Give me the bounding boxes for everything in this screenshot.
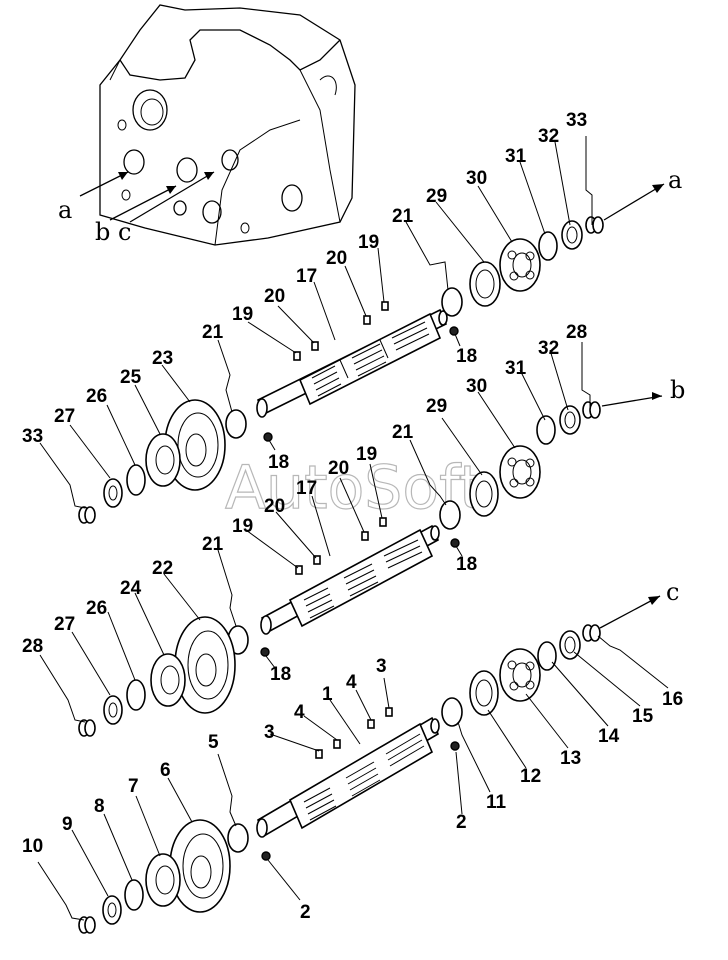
ref-letter-a-case: a xyxy=(58,196,72,224)
shaft-assembly-c xyxy=(78,595,661,934)
callout-20: 20 xyxy=(326,248,347,269)
callout-24: 24 xyxy=(120,578,142,599)
callout-31: 31 xyxy=(505,146,527,167)
callout-21: 21 xyxy=(202,322,224,343)
callout-17: 17 xyxy=(296,478,317,499)
callout-2: 2 xyxy=(456,812,467,833)
callout-3: 3 xyxy=(376,656,387,677)
callout-29: 29 xyxy=(426,396,447,417)
shaft-assembly-b xyxy=(78,392,663,737)
callout-13: 13 xyxy=(560,748,581,769)
callout-16: 16 xyxy=(662,689,683,710)
callout-28: 28 xyxy=(566,322,587,343)
callout-19: 19 xyxy=(358,232,379,253)
callout-20: 20 xyxy=(264,286,285,307)
callout-26: 26 xyxy=(86,598,107,619)
transmission-case xyxy=(99,4,356,246)
callout-12: 12 xyxy=(520,766,541,787)
callout-3: 3 xyxy=(264,722,275,743)
callout-26: 26 xyxy=(86,386,107,407)
callout-21: 21 xyxy=(392,422,414,443)
callout-32: 32 xyxy=(538,338,559,359)
callout-17: 17 xyxy=(296,266,317,287)
leaders-a xyxy=(39,136,593,509)
leaders-b xyxy=(39,342,591,723)
callout-19: 19 xyxy=(232,516,253,537)
callout-33: 33 xyxy=(22,426,43,447)
callout-23: 23 xyxy=(152,348,173,369)
ref-letter-b-shaft: b xyxy=(670,376,685,404)
callout-27: 27 xyxy=(54,406,75,427)
callout-33: 33 xyxy=(566,110,587,131)
callout-30: 30 xyxy=(466,376,487,397)
callout-19: 19 xyxy=(356,444,377,465)
callout-4: 4 xyxy=(294,702,305,723)
leaders-c xyxy=(37,635,669,921)
callout-2: 2 xyxy=(300,902,311,923)
callout-6: 6 xyxy=(160,760,171,781)
callout-9: 9 xyxy=(62,814,73,835)
callout-10: 10 xyxy=(22,836,43,857)
callout-14: 14 xyxy=(598,726,620,747)
callout-1: 1 xyxy=(322,684,333,705)
callout-21: 21 xyxy=(392,206,414,227)
callout-28: 28 xyxy=(22,636,43,657)
callout-21: 21 xyxy=(202,534,224,555)
callout-15: 15 xyxy=(632,706,654,727)
callout-5: 5 xyxy=(208,732,219,753)
callout-31: 31 xyxy=(505,358,527,379)
callout-18: 18 xyxy=(456,554,477,575)
callout-25: 25 xyxy=(120,367,142,388)
callout-11: 11 xyxy=(486,792,507,813)
callout-4: 4 xyxy=(346,672,357,693)
ref-letter-bc-case: b c xyxy=(95,218,131,246)
shaft-assembly-a xyxy=(78,183,665,524)
callout-30: 30 xyxy=(466,168,487,189)
callout-32: 32 xyxy=(538,126,559,147)
callout-22: 22 xyxy=(152,558,173,579)
callout-numbers: 33 32 31 30 29 21 19 20 17 20 19 21 18 2… xyxy=(22,110,683,923)
case-arrows xyxy=(79,171,215,223)
callout-18: 18 xyxy=(456,346,477,367)
ref-letter-c-shaft: c xyxy=(666,578,679,606)
callout-18: 18 xyxy=(270,664,291,685)
callout-18: 18 xyxy=(268,452,289,473)
callout-8: 8 xyxy=(94,796,105,817)
callout-20: 20 xyxy=(328,458,349,479)
callout-19: 19 xyxy=(232,304,253,325)
ref-letter-a-shaft: a xyxy=(668,166,682,194)
callout-29: 29 xyxy=(426,186,447,207)
callout-20: 20 xyxy=(264,496,285,517)
callout-27: 27 xyxy=(54,614,75,635)
callout-7: 7 xyxy=(128,776,139,797)
